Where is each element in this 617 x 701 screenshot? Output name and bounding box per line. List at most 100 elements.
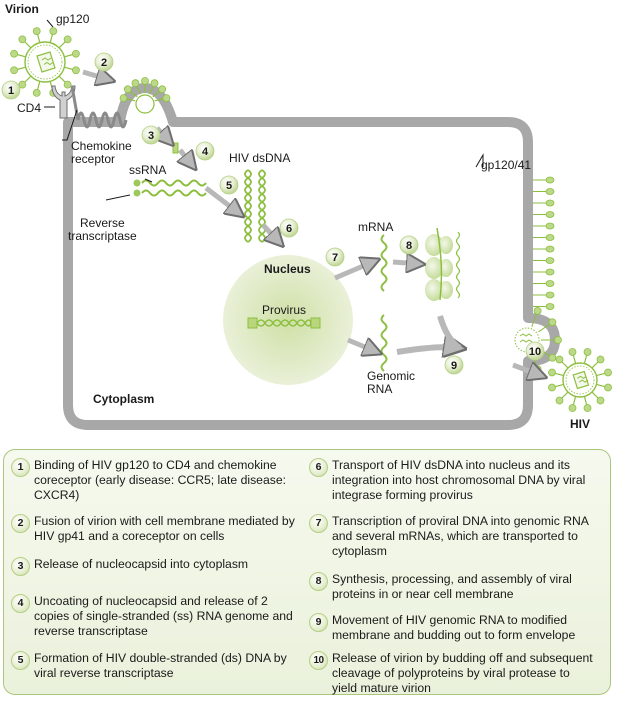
arrow-step-9-merge <box>437 315 462 351</box>
step-marker-label: 9 <box>451 360 457 372</box>
step-text: Movement of HIV genomic RNA to modified … <box>332 613 576 642</box>
leader-lines <box>44 19 484 201</box>
arrow-step-7 <box>334 261 375 281</box>
hiv-dsdna-helices <box>244 169 266 243</box>
arrow-step-3 <box>157 128 170 142</box>
virion-icon <box>10 27 80 97</box>
membrane-spike-knob <box>545 211 555 218</box>
genomic-rna-label-2: RNA <box>367 382 392 396</box>
membrane-spike-knob <box>545 176 555 184</box>
membrane-spike-knob <box>545 303 555 310</box>
reverse-transcriptase-label: Reverse <box>80 216 125 230</box>
step-badge: 5 <box>11 651 30 670</box>
gp120-spike <box>58 75 66 83</box>
step-badge: 6 <box>309 458 328 477</box>
gp120-spike <box>572 396 577 406</box>
genomic-rna-strand <box>380 314 388 372</box>
ribosomes-polyprotein <box>425 227 461 301</box>
step-marker-4: 4 <box>195 141 215 161</box>
cd4-label: CD4 <box>17 101 41 115</box>
gp120-spike <box>136 85 142 95</box>
step-marker-label: 3 <box>148 130 154 142</box>
step-marker-label: 8 <box>406 240 412 252</box>
gp120-knob <box>72 66 80 75</box>
step-text: Fusion of virion with cell membrane medi… <box>34 514 295 543</box>
fusing-virion-icon <box>119 77 171 114</box>
gp120-knob <box>568 404 577 412</box>
step-marker-1: 1 <box>1 80 21 100</box>
gp120-spike <box>24 75 32 83</box>
gp120-spike <box>36 81 41 91</box>
gp120-knob <box>548 368 556 377</box>
process-arrows <box>82 72 542 376</box>
legend-step-6: 6 Transport of HIV dsDNA into nucleus an… <box>309 458 597 503</box>
chemokine-receptor-icon <box>70 85 128 129</box>
step-marker-8: 8 <box>399 235 419 255</box>
step-text: Formation of HIV double-stranded (ds) DN… <box>34 651 287 680</box>
gp120-spike <box>152 90 161 98</box>
arrow-step-8 <box>392 262 420 264</box>
genomic-rna-label: Genomic <box>367 369 415 383</box>
legend-step-3: 3 Release of nucleocapsid into cytoplasm <box>11 557 299 576</box>
mrna-strand <box>380 234 388 292</box>
membrane-spike-knob <box>545 280 555 287</box>
hiv-label: HIV <box>570 417 590 431</box>
step-marker-label: 10 <box>529 346 541 358</box>
gp120-knob <box>18 80 27 89</box>
arrow-step-9 <box>396 347 460 352</box>
gp120-knob <box>10 66 18 75</box>
gp120-knob <box>583 348 592 356</box>
gp120-knob <box>158 85 167 94</box>
step-badge: 8 <box>309 572 328 591</box>
chemokine-receptor-label: Chemokine <box>71 139 132 153</box>
step-text: Transcription of proviral DNA into genom… <box>332 514 589 558</box>
nucleus-label: Nucleus <box>264 262 311 276</box>
step-text: Release of virion by budding off and sub… <box>332 651 593 695</box>
step-marker-5: 5 <box>219 175 239 195</box>
gp120-spike <box>64 66 74 71</box>
gp120-spike <box>36 33 41 43</box>
gp120-knob <box>32 89 41 97</box>
gp120-spike <box>24 41 32 49</box>
gp120-knob <box>131 79 140 88</box>
gp120-knob <box>555 355 564 364</box>
step-marker-label: 4 <box>202 146 209 158</box>
cytoplasm-label: Cytoplasm <box>93 392 154 406</box>
gp120-spike <box>561 361 569 369</box>
legend-step-2: 2 Fusion of virion with cell membrane me… <box>11 514 299 544</box>
gp120-knob <box>10 49 18 58</box>
gp120-knob <box>555 396 564 405</box>
membrane-spike-knob <box>545 291 555 299</box>
gp120-spike <box>49 33 54 43</box>
membrane-spike-knob <box>545 268 555 276</box>
step-badge: 3 <box>11 557 30 576</box>
membrane-spike-knob <box>545 245 555 253</box>
gp120-spike <box>591 391 599 399</box>
gp120-knob <box>150 79 159 88</box>
legend-step-8: 8 Synthesis, processing, and assembly of… <box>309 572 597 602</box>
step-badge: 9 <box>309 613 328 632</box>
mature-hiv-virion-icon <box>548 348 612 412</box>
legend-step-5: 5 Formation of HIV double-stranded (ds) … <box>11 651 299 681</box>
gp120-knob <box>583 404 592 412</box>
step-badge: 7 <box>309 514 328 533</box>
legend-step-1: 1 Binding of HIV gp120 to CD4 and chemok… <box>11 458 299 503</box>
gp120-knob <box>32 27 41 35</box>
mrna-label: mRNA <box>358 220 393 234</box>
gp120-knob <box>604 383 612 392</box>
gp120-label: gp120 <box>56 12 90 26</box>
gp120-spike <box>16 53 26 58</box>
gp120-knob <box>596 396 605 405</box>
gp120-spike <box>554 372 564 377</box>
legend-step-10: 10 Release of virion by budding off and … <box>309 651 597 696</box>
step-badge: 4 <box>11 594 30 613</box>
membrane-spike-knob <box>545 257 555 264</box>
step-badge: 10 <box>309 651 328 670</box>
gp120-knob <box>548 383 556 392</box>
step-marker-label: 2 <box>101 57 107 69</box>
gp120-spike <box>58 41 66 49</box>
membrane-spike-knob <box>545 234 555 241</box>
step-text: Synthesis, processing, and assembly of v… <box>332 572 572 601</box>
